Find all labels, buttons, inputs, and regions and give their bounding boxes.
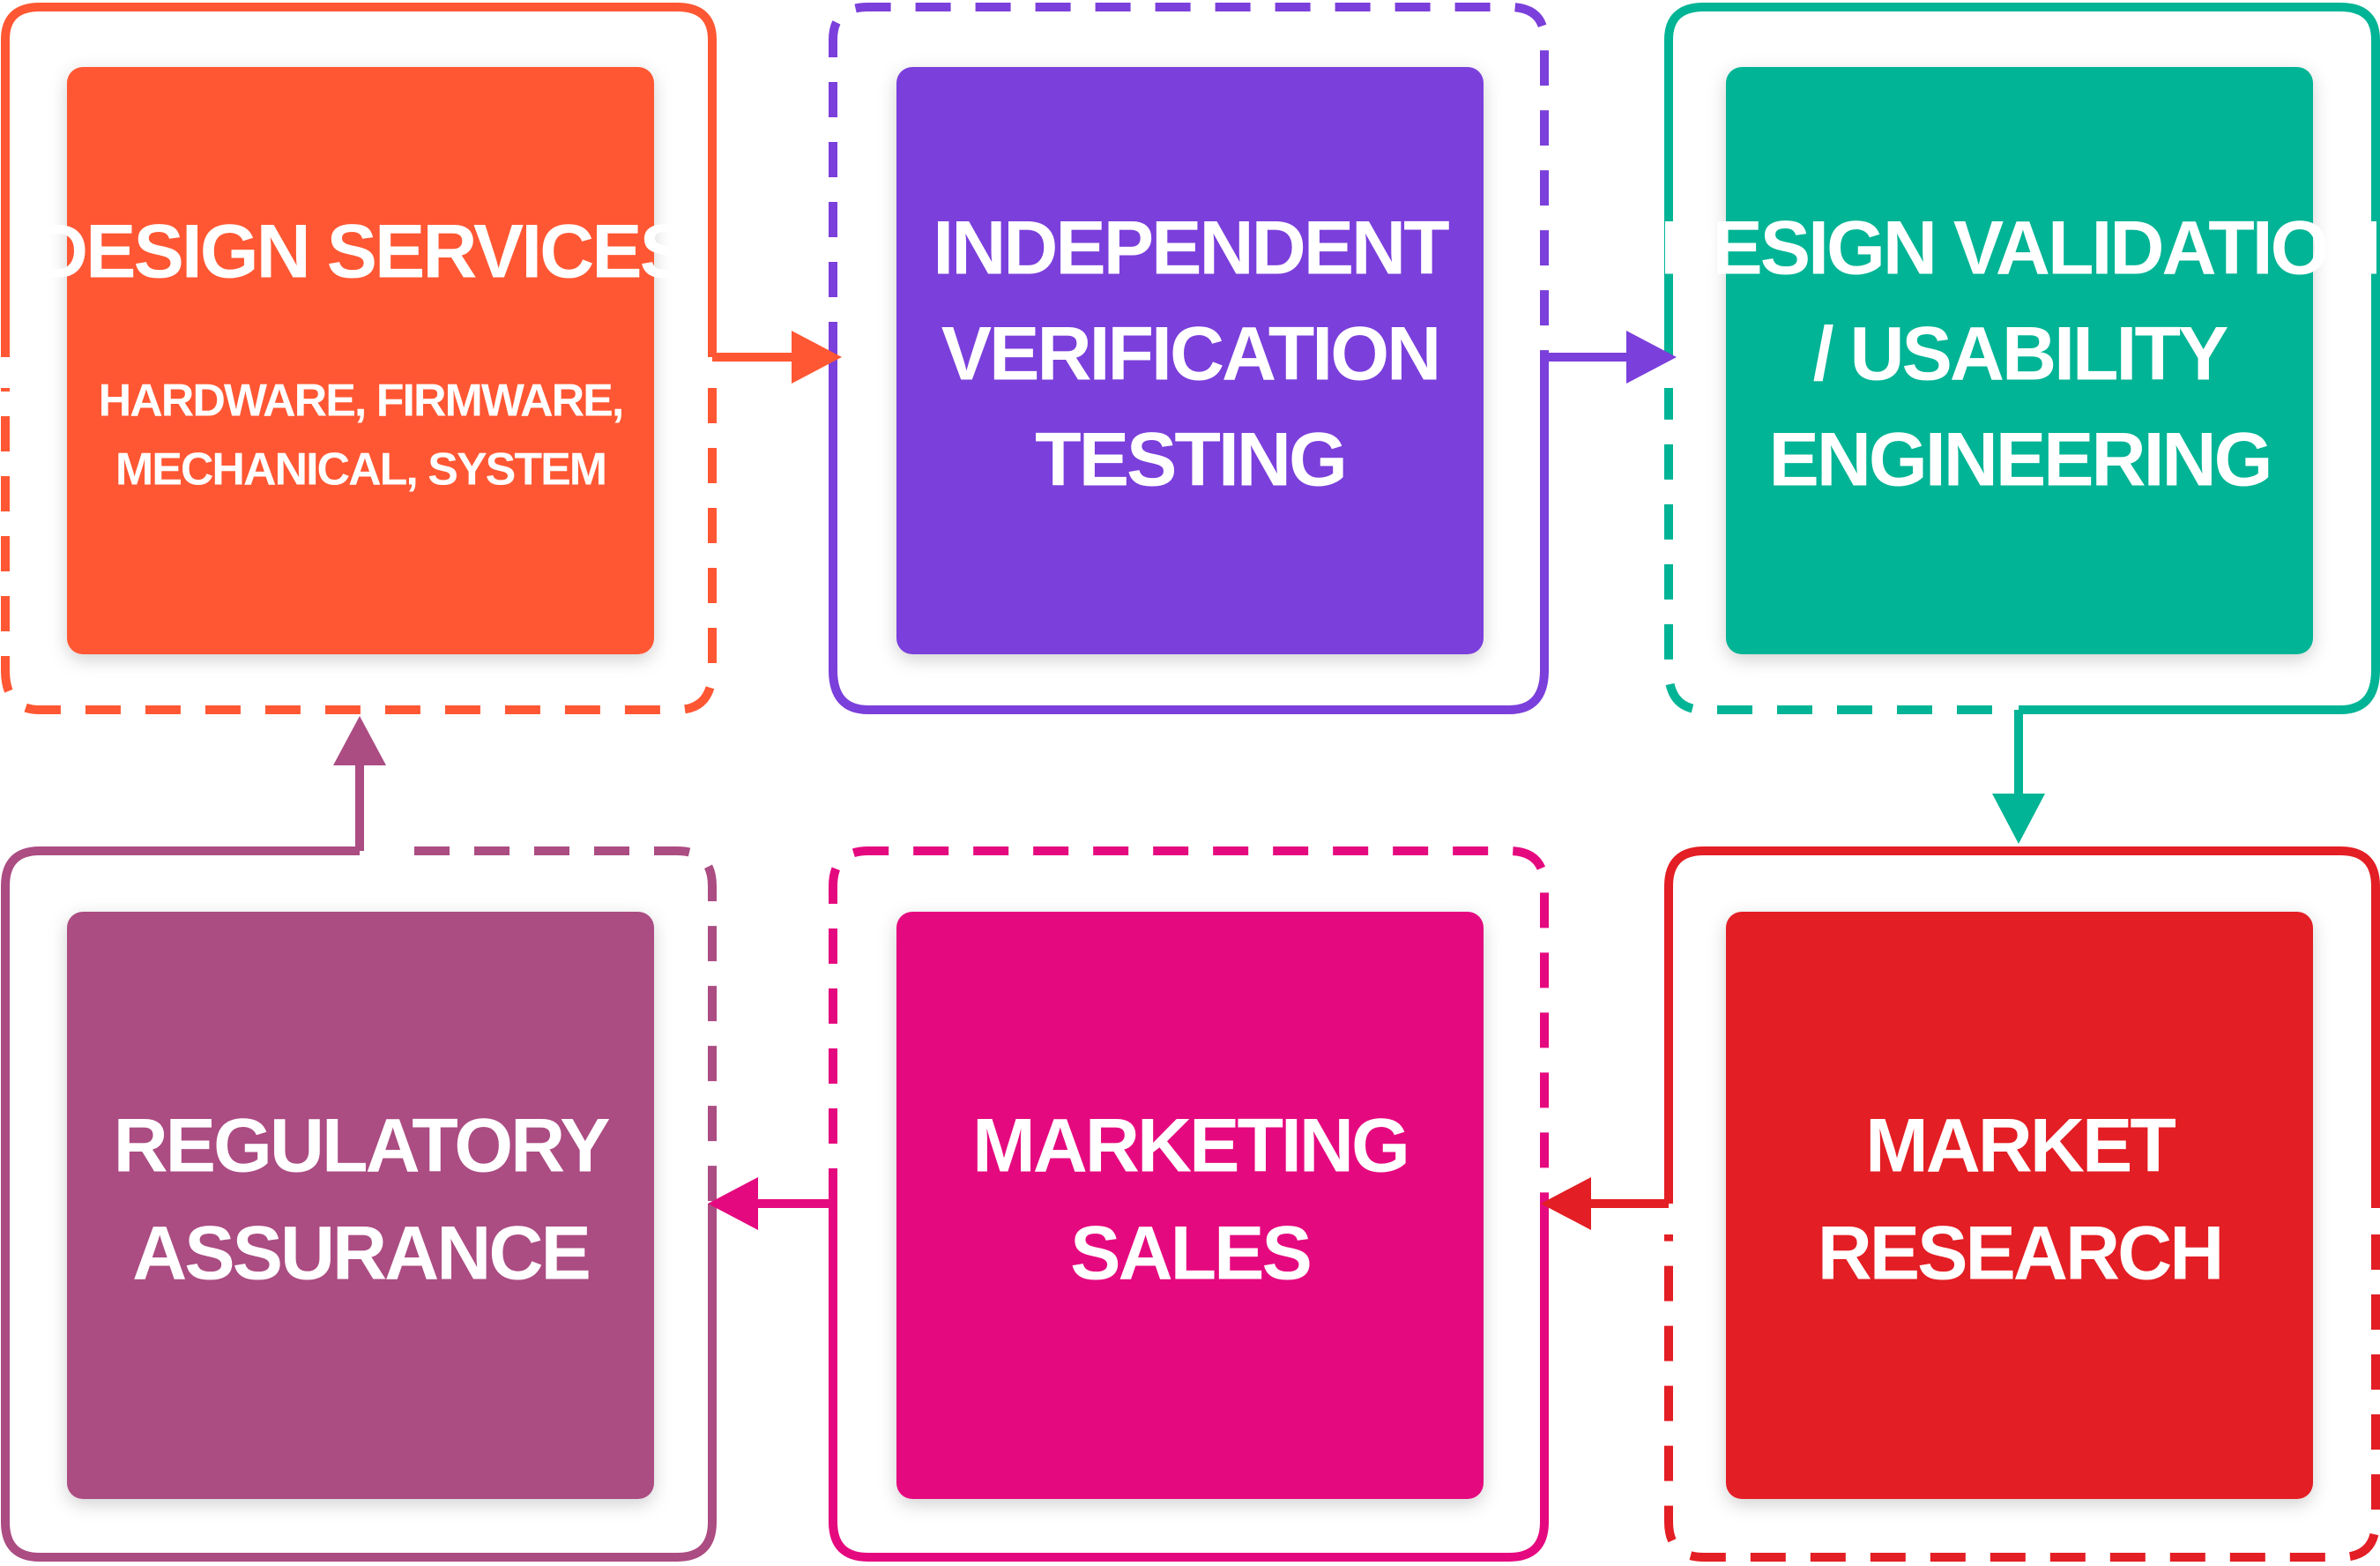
card-validation	[1726, 67, 2313, 654]
frame-dashed-design-services	[1, 388, 717, 714]
step-design-services: DESIGN SERVICES HARDWARE, FIRMWARE, MECH…	[1, 3, 717, 714]
frame-dashed-verification	[829, 3, 1549, 357]
arrow-market-research-to-marketing	[1541, 1177, 1669, 1230]
step-independent-verification-testing: INDEPENDENT VERIFICATION TESTING	[829, 3, 1549, 714]
card-title-line: SALES	[1070, 1212, 1310, 1296]
frame-solid-market-research	[1664, 846, 2380, 1208]
arrow-validation-to-market-research	[1992, 710, 2045, 844]
card-title-line: MARKET	[1865, 1104, 2175, 1189]
card-verification	[896, 67, 1484, 654]
frame-solid-design-services	[1, 3, 717, 357]
frame-dashed-regulatory	[414, 846, 717, 1204]
frame-dashed-validation	[1664, 388, 1992, 714]
card-regulatory	[67, 912, 654, 1499]
arrow-design-to-verification	[712, 331, 842, 384]
arrow-marketing-to-regulatory	[708, 1177, 833, 1230]
card-subtitle-line: HARDWARE, FIRMWARE,	[99, 376, 623, 427]
frame-solid-verification	[829, 357, 1549, 714]
arrow-verification-to-validation	[1544, 331, 1677, 384]
frame-solid-marketing-sales	[829, 1204, 1549, 1562]
card-title-line: DESIGN SERVICES	[33, 210, 688, 295]
frame-solid-regulatory	[0, 846, 717, 1562]
card-title-line: RESEARCH	[1818, 1212, 2222, 1296]
frame-solid-validation	[1664, 3, 2380, 714]
arrow-regulatory-to-design	[333, 716, 386, 851]
frame-dashed-marketing-sales	[829, 846, 1549, 1204]
card-design-services	[67, 67, 654, 654]
card-title-line: / USABILITY	[1813, 312, 2228, 397]
frame-dashed-market-research	[1664, 1234, 2380, 1562]
card-title-line: DESIGN VALIDATION	[1660, 206, 2378, 291]
step-market-research: MARKET RESEARCH	[1664, 846, 2380, 1562]
step-marketing-sales: MARKETING SALES	[829, 846, 1549, 1562]
step-regulatory-assurance: REGULATORY ASSURANCE	[0, 846, 717, 1562]
card-title-line: INDEPENDENT	[933, 206, 1449, 291]
card-title-line: REGULATORY	[114, 1104, 610, 1189]
card-title-line: ENGINEERING	[1768, 418, 2270, 503]
card-marketing-sales	[896, 912, 1484, 1499]
card-market-research	[1726, 912, 2313, 1499]
card-title-line: TESTING	[1035, 418, 1345, 503]
card-subtitle-line: MECHANICAL, SYSTEM	[115, 444, 606, 496]
step-design-validation: DESIGN VALIDATION / USABILITY ENGINEERIN…	[1660, 3, 2380, 714]
card-title-line: VERIFICATION	[941, 312, 1439, 397]
card-title-line: MARKETING	[972, 1104, 1408, 1189]
card-title-line: ASSURANCE	[132, 1212, 589, 1296]
